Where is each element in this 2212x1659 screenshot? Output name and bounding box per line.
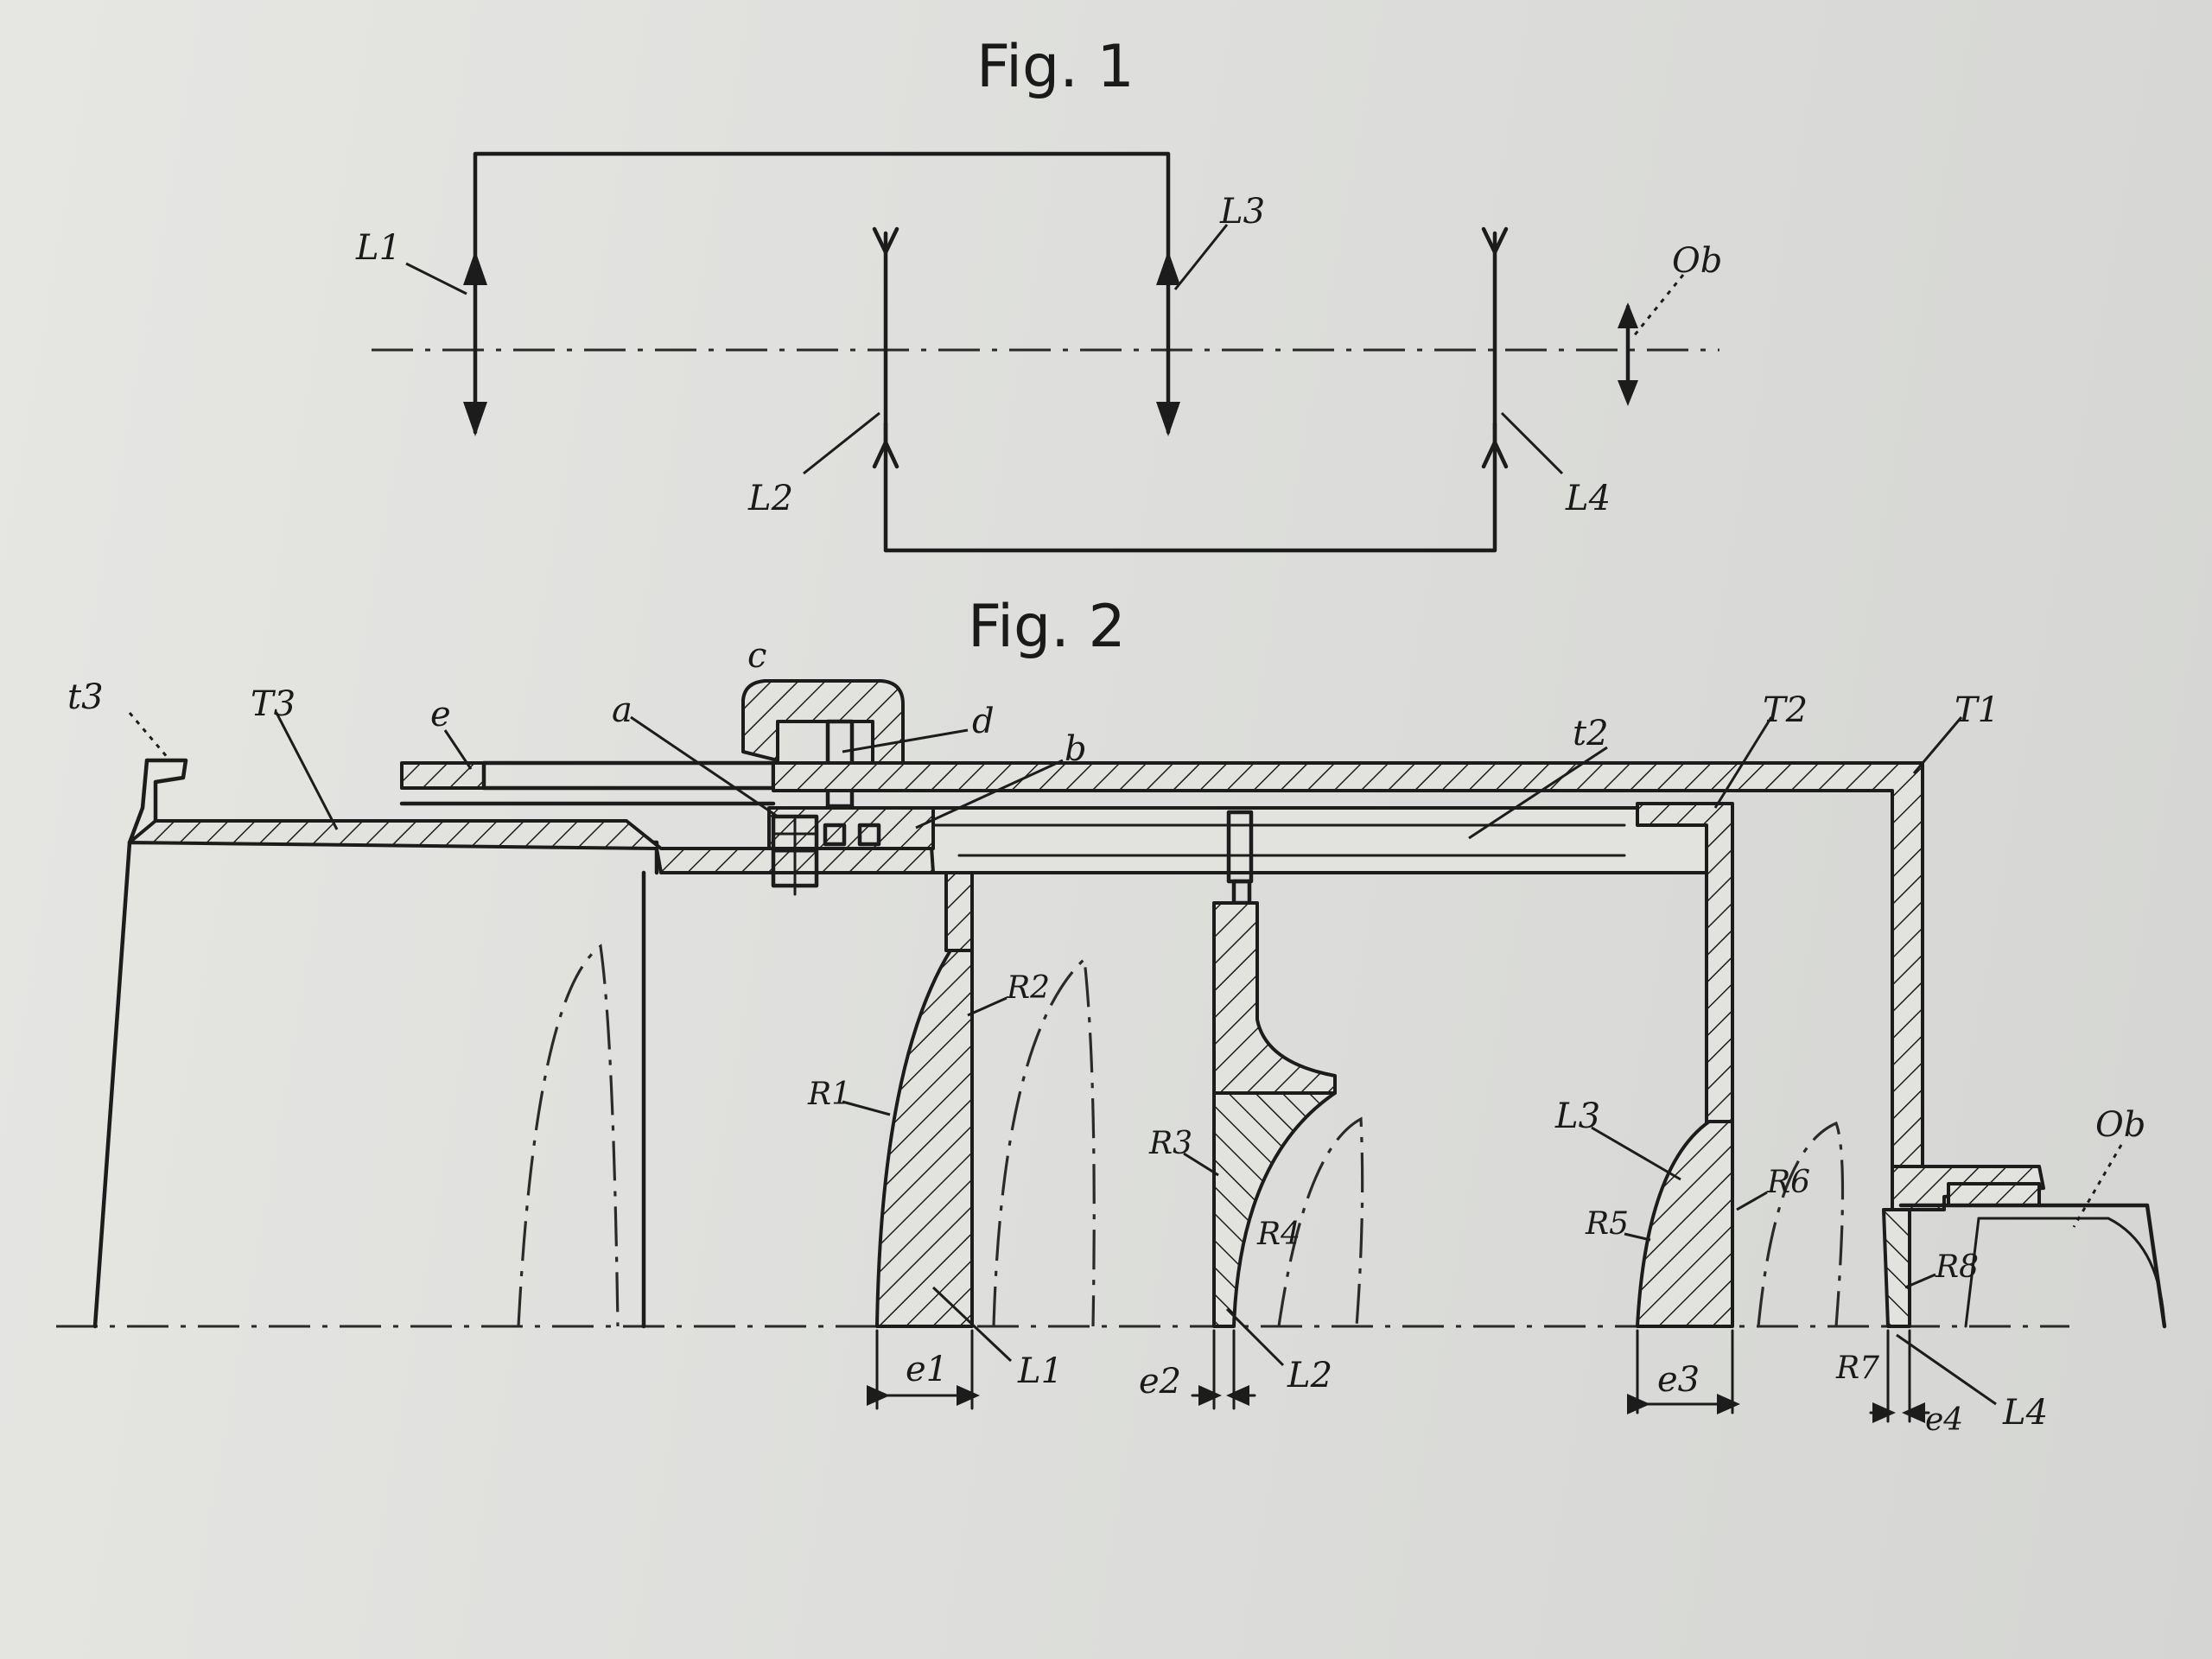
fig2-lens-L2	[1212, 1091, 1337, 1328]
fig1-lower-bracket	[883, 421, 1497, 553]
fig2-label-R2: R2	[1006, 970, 1050, 1006]
fig2-leader-L4	[1896, 1333, 1997, 1406]
fig2-outer-tube-left	[92, 840, 659, 1329]
fig2-leader-T3	[275, 712, 339, 830]
fig1-lens-L4	[1481, 226, 1509, 469]
fig2-knob-c	[741, 679, 905, 766]
fig1-leader-L2	[803, 411, 880, 475]
fig1-title: Fig. 1	[976, 33, 1135, 101]
fig1-label-L3: L3	[1219, 192, 1265, 232]
fig2-dimension-e3	[1627, 1329, 1740, 1414]
fig2-ray-1	[517, 944, 620, 1327]
fig2-leader-R6	[1736, 1191, 1768, 1211]
fig2-label-R5: R5	[1585, 1206, 1629, 1242]
fig2-L2-mount	[1212, 901, 1337, 1095]
fig2-label-e1: e1	[906, 1350, 948, 1389]
fig2-label-R8: R8	[1935, 1249, 1979, 1285]
fig2-ob-top	[1947, 1182, 2041, 1207]
fig2-tube-t2	[927, 806, 1721, 874]
fig2-label-d: d	[972, 702, 995, 741]
fig2-label-t2: t2	[1573, 714, 1609, 753]
fig1-label-Ob: Ob	[1672, 241, 1722, 281]
fig2-leader-R3	[1183, 1152, 1219, 1177]
fig2-label-L4: L4	[2002, 1393, 2048, 1433]
fig2-label-Ob: Ob	[2095, 1105, 2145, 1145]
fig2-dimension-e2	[1191, 1329, 1256, 1410]
fig2-label-a: a	[612, 690, 632, 730]
fig2-label-R7: R7	[1835, 1351, 1879, 1386]
fig2-dimension-e1	[867, 1329, 980, 1410]
fig2-label-e2: e2	[1139, 1362, 1181, 1402]
fig1-leader-L4	[1500, 411, 1564, 475]
fig2-leader-b	[915, 759, 1064, 830]
fig1-leader-L3	[1173, 224, 1229, 290]
fig2-leader-L2	[1225, 1307, 1285, 1367]
fig2-leader-Ob	[2072, 1144, 2123, 1228]
fig2-dimension-e4	[1869, 1329, 1930, 1423]
fig2-leader-e	[443, 729, 473, 770]
fig2-title: Fig. 2	[968, 593, 1126, 661]
fig2-leader-T2	[1713, 716, 1773, 809]
fig2-lens-L4	[1882, 1208, 1911, 1328]
fig1-upper-bracket	[473, 151, 1171, 262]
fig2-leader-L3	[1591, 1126, 1681, 1181]
fig2-leader-t3	[128, 712, 170, 760]
fig2-ray-4	[1757, 1121, 1845, 1327]
fig2-leader-a	[630, 715, 779, 818]
figure-2: Fig. 2	[56, 593, 2167, 1438]
fig2-label-b: b	[1065, 729, 1087, 769]
fig2-leader-L1	[931, 1286, 1013, 1363]
fig2-label-L1: L1	[1017, 1351, 1063, 1391]
fig2-ray-3	[1277, 1116, 1364, 1327]
fig2-leader-t2	[1468, 746, 1608, 840]
fig2-label-R3: R3	[1148, 1126, 1192, 1161]
fig2-leader-R1	[842, 1100, 891, 1116]
fig2-lens-L3	[1636, 1120, 1734, 1328]
fig2-label-t3: t3	[67, 677, 104, 717]
fig2-label-R1: R1	[807, 1077, 851, 1112]
fig2-leader-d	[842, 728, 969, 753]
fig2-label-L2: L2	[1287, 1356, 1332, 1395]
fig2-label-L3: L3	[1554, 1096, 1600, 1136]
fig2-label-c: c	[747, 636, 766, 676]
fig2-leader-R8	[1904, 1273, 1936, 1289]
fig2-label-R6: R6	[1766, 1165, 1810, 1200]
fig1-lens-L2	[872, 226, 899, 469]
fig1-label-L4: L4	[1565, 479, 1611, 518]
fig2-ray-2	[992, 956, 1096, 1327]
fig1-lens-L3	[1156, 251, 1180, 436]
fig2-slide-e-hatched	[400, 761, 486, 790]
figure-1: Fig. 1	[355, 33, 1722, 553]
fig1-lens-L1	[463, 251, 487, 436]
fig2-leader-T1	[1912, 716, 1963, 774]
fig2-label-e4: e4	[1925, 1402, 1963, 1438]
fig2-L1-holder	[944, 871, 974, 952]
fig1-leader-Ob	[1631, 274, 1685, 338]
fig1-label-L2: L2	[747, 479, 793, 518]
fig2-label-e3: e3	[1657, 1360, 1700, 1400]
fig1-leader-L1	[405, 262, 467, 296]
fig2-label-R4: R4	[1256, 1217, 1300, 1252]
fig2-label-T2: T2	[1763, 690, 1808, 730]
fig2-t3-flange	[127, 758, 188, 845]
fig2-label-T3: T3	[251, 684, 296, 724]
fig2-leader-R5	[1624, 1232, 1651, 1242]
fig2-label-e: e	[430, 695, 451, 734]
fig2-leader-R2	[967, 996, 1007, 1017]
fig1-objective-Ob	[1618, 302, 1638, 406]
fig2-lens-L1	[875, 949, 974, 1328]
fig2-label-T1: T1	[1955, 690, 1999, 730]
fig1-label-L1: L1	[355, 228, 401, 268]
